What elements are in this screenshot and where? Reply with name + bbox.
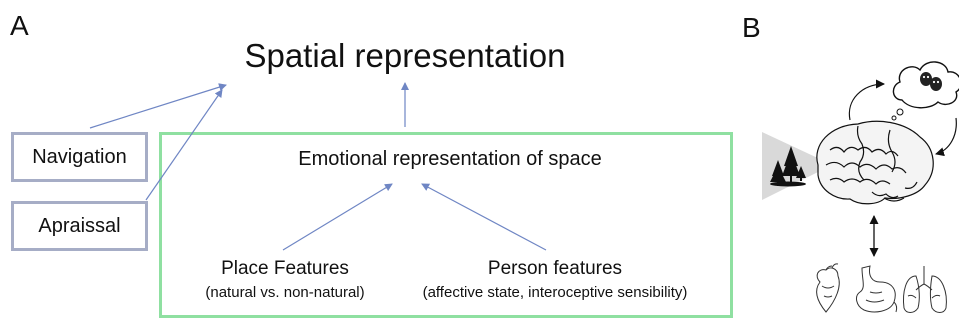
place-features-subtitle: (natural vs. non-natural) <box>205 284 365 301</box>
thought-to-brain-arrow <box>935 117 957 157</box>
navigation-arrow <box>89 83 227 129</box>
emotional-representation-heading: Emotional representation of space <box>298 148 602 170</box>
person-features-title: Person features <box>487 258 623 279</box>
panel-a-label: A <box>10 10 29 41</box>
place-features-title: Place Features <box>221 258 349 279</box>
spatial-representation-title: Spatial representation <box>244 37 566 74</box>
navigation-label: Navigation <box>32 145 127 168</box>
navigation-box: Navigation <box>11 132 148 182</box>
theater-masks-icon <box>891 61 959 121</box>
person-features-subtitle: (affective state, interoceptive sensibil… <box>422 284 688 301</box>
appraisal-box: Apraissal <box>11 201 148 251</box>
heart-icon <box>816 263 840 313</box>
brain-icon <box>816 120 934 205</box>
trees-icon <box>762 132 822 200</box>
stomach-icon <box>856 265 898 313</box>
brain-to-thought-arrow <box>848 79 885 121</box>
panel-b-label: B <box>742 12 761 43</box>
appraisal-arrow <box>145 89 223 201</box>
person-features-arrow <box>421 183 547 251</box>
emotional-representation-box <box>159 132 733 318</box>
lungs-icon <box>903 266 947 313</box>
appraisal-label: Apraissal <box>38 214 121 237</box>
place-features-arrow <box>282 183 393 251</box>
